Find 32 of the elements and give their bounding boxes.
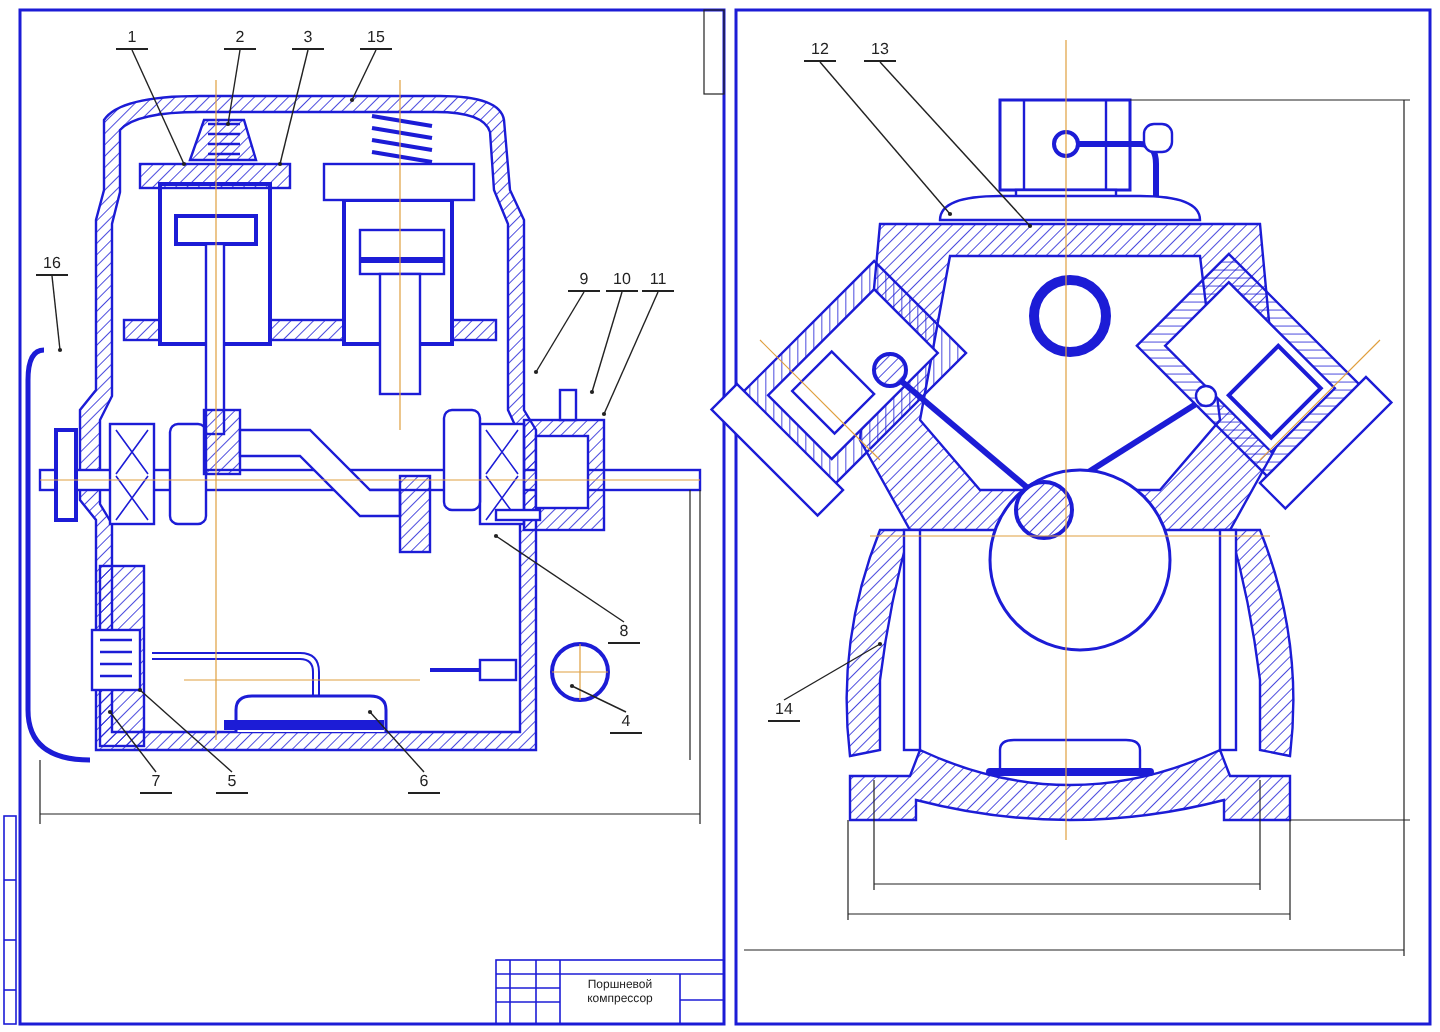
- leader-line: [493, 533, 625, 623]
- leader-line: [601, 291, 659, 417]
- callout-number: 3: [292, 28, 324, 50]
- callout-number: 12: [804, 40, 836, 62]
- leader-line: [277, 49, 309, 167]
- callout-number: 11: [642, 270, 674, 292]
- callout-number: 1: [116, 28, 148, 50]
- leader-line: [137, 687, 233, 773]
- leader-line: [367, 709, 425, 773]
- callout-number: 4: [610, 712, 642, 734]
- callout-number: 8: [608, 622, 640, 644]
- callout-number: 13: [864, 40, 896, 62]
- leader-line: [819, 61, 953, 217]
- leader-line: [51, 275, 63, 353]
- callout-number: 16: [36, 254, 68, 276]
- callout-number: 10: [606, 270, 638, 292]
- callout-number: 5: [216, 772, 248, 794]
- leader-line: [349, 49, 377, 103]
- callout-number: 7: [140, 772, 172, 794]
- leader-line: [533, 291, 585, 375]
- callout-number: 14: [768, 700, 800, 722]
- leader-line: [783, 641, 883, 701]
- callout-number: 9: [568, 270, 600, 292]
- leader-line: [569, 683, 627, 713]
- callout-number: 15: [360, 28, 392, 50]
- leader-line: [589, 291, 623, 395]
- leader-line: [879, 61, 1033, 229]
- leader-line: [225, 49, 241, 127]
- callout-number: 6: [408, 772, 440, 794]
- callout-number: 2: [224, 28, 256, 50]
- leader-line: [131, 49, 187, 167]
- leader-line: [107, 709, 157, 773]
